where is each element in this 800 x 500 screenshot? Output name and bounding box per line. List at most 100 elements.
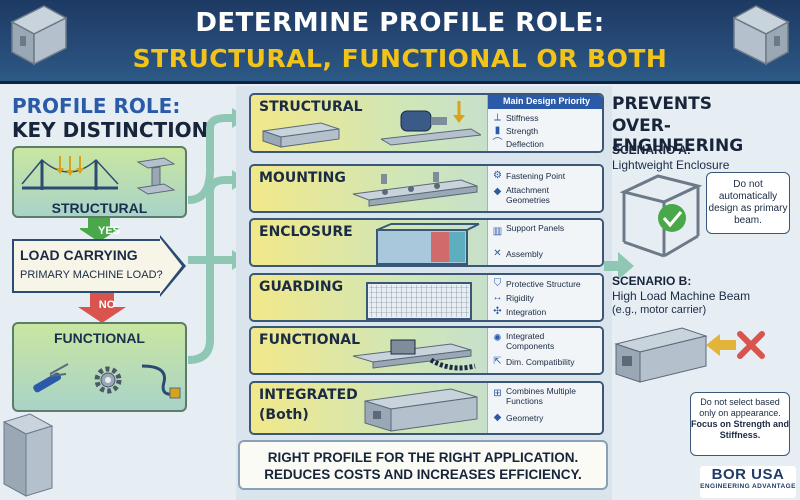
role-integrated: INTEGRATED (Both) ⊞ Combines Multiple Fu… [249,381,604,435]
attr-integrated-components: Integrated Components [506,331,555,351]
role-name: STRUCTURAL [259,99,363,115]
callout-scenario-b: Do not select based only on appearance. … [690,392,790,456]
right-subheading: OVER-ENGINEERING [612,116,744,156]
bridge-icon [21,156,119,190]
attr-support-panels: Support Panels [506,223,565,233]
cable-connector-icon [141,364,181,399]
decision-box: LOAD CARRYING PRIMARY MACHINE LOAD? [12,235,187,297]
beam-profile-icon [262,122,340,148]
priority-panel: ▥ Support Panels ✕ Assembly [487,220,602,265]
scenario-b-line1: High Load Machine Beam [612,289,751,303]
summary-line-2: REDUCES COSTS AND INCREASES EFFICIENCY. [264,467,582,482]
priority-panel: ⛉ Protective Structure ↔ Rigidity ✣ Inte… [487,275,602,320]
attr-fastening: Fastening Point [506,171,566,181]
role-name-sub: (Both) [259,407,309,423]
attr-protective: Protective Structure [506,279,581,289]
scenario-b-line2: (e.g., motor carrier) [612,304,707,316]
corner-profile-icon [732,5,790,66]
attr-rigidity: Rigidity [506,293,534,303]
left-arrow-icon [706,334,736,356]
reject-icon [737,331,765,359]
no-badge: NO [98,299,116,311]
page-title: DETERMINE PROFILE ROLE: [195,8,605,38]
role-functional: FUNCTIONAL ✺ Integrated Components ⇱ Dim… [249,326,604,375]
role-name: ENCLOSURE [259,224,353,240]
yes-badge: YES [97,225,120,237]
profile-section-icon [2,413,54,497]
bolt-icon: ⚙ [493,170,502,181]
attr-combines: Combines Multiple Functions [506,386,576,406]
heavy-beam-icon [614,327,708,383]
gear-icon [94,366,122,394]
decision-question: LOAD CARRYING [20,247,138,263]
geometry-icon: ◆ [493,412,502,423]
summary-line-1: RIGHT PROFILE FOR THE RIGHT APPLICATION. [267,450,579,465]
components-icon: ✺ [493,333,502,344]
brand-logo: BOR USA ENGINEERING ADVANTAGE [700,466,796,498]
scenario-b-head: SCENARIO B: [612,274,692,288]
corner-profile-icon [10,5,68,66]
role-name: FUNCTIONAL [259,332,361,348]
attr-geometry: Geometry [506,413,544,423]
rigidity-icon: ↔ [492,292,503,303]
attr-stiffness: Stiffness [506,113,539,123]
linear-actuator-icon [352,339,476,371]
scenario-a-text: Lightweight Enclosure [612,158,730,172]
priority-panel: ✺ Integrated Components ⇱ Dim. Compatibi… [487,328,602,373]
priority-panel: Main Design Priority ⟂ Stiffness ▮ Stren… [487,95,602,151]
strength-icon: ▮ [494,125,501,136]
decision-arrow-fill [160,238,182,294]
priority-panel: ⊞ Combines Multiple Functions ◆ Geometry [487,383,602,433]
priority-panel: ⚙ Fastening Point ◆ Attachment Geometrie… [487,166,602,211]
to-right-arrow [604,252,634,280]
role-structural: STRUCTURAL Main Design Priority ⟂ Stiffn… [249,93,604,153]
functional-label: FUNCTIONAL [54,330,145,346]
panel-icon: ▥ [492,226,503,237]
left-subheading: KEY DISTINCTION [12,118,209,142]
brand-tagline: ENGINEERING ADVANTAGE [700,483,796,490]
decision-detail: PRIMARY MACHINE LOAD? [20,269,163,281]
deflection-icon: ⌒ [492,138,503,149]
integrated-profile-icon [364,388,478,432]
role-name: GUARDING [259,279,344,295]
guard-mesh-icon [366,282,472,320]
attr-integration: Integration [506,307,547,317]
decision-body [12,239,162,293]
enclosure-frame-icon [376,223,480,265]
no-arrow [78,293,126,323]
tools-icon: ✕ [493,248,502,259]
left-heading: PROFILE ROLE: [12,94,181,118]
motor-beam-icon [381,101,481,146]
role-name: INTEGRATED [259,387,358,403]
i-beam-icon [136,157,176,195]
attr-attachment: Attachment Geometries [506,185,550,205]
attr-strength: Strength [506,126,539,136]
page-subtitle: STRUCTURAL, FUNCTIONAL OR BOTH [132,44,668,73]
role-guarding: GUARDING ⛉ Protective Structure ↔ Rigidi… [249,273,604,322]
role-mounting: MOUNTING ⚙ Fastening Point ◆ Attachment … [249,164,604,213]
callout-scenario-a: Do not automatically design as primary b… [706,172,790,234]
geometry-icon: ◆ [493,186,502,197]
role-enclosure: ENCLOSURE ▥ Support Panels ✕ Assembly [249,218,604,267]
callout-b-line2: Focus on Strength and Stiffness. [691,419,789,440]
integration-icon: ✣ [493,306,502,317]
combine-icon: ⊞ [493,388,502,399]
role-name: MOUNTING [259,170,346,186]
shield-icon: ⛉ [493,278,502,289]
scenario-a-head: SCENARIO A: [612,143,691,157]
right-heading: PREVENTS [612,94,712,114]
mounting-rail-icon [352,172,478,207]
structural-label: STRUCTURAL [51,200,148,216]
stiffness-icon: ⟂ [494,112,501,123]
brand-name: BOR USA [711,466,785,483]
structural-card: STRUCTURAL [12,146,187,218]
attr-deflection: Deflection [506,139,544,149]
yes-arrow [80,218,120,242]
callout-b-line1: Do not select based only on appearance. [699,397,781,418]
multi-tool-icon [33,363,69,393]
dimension-icon: ⇱ [493,356,502,367]
functional-card: FUNCTIONAL [12,322,187,412]
header-banner [0,0,800,84]
priority-header: Main Design Priority [488,95,602,109]
summary-box: RIGHT PROFILE FOR THE RIGHT APPLICATION.… [238,440,608,490]
